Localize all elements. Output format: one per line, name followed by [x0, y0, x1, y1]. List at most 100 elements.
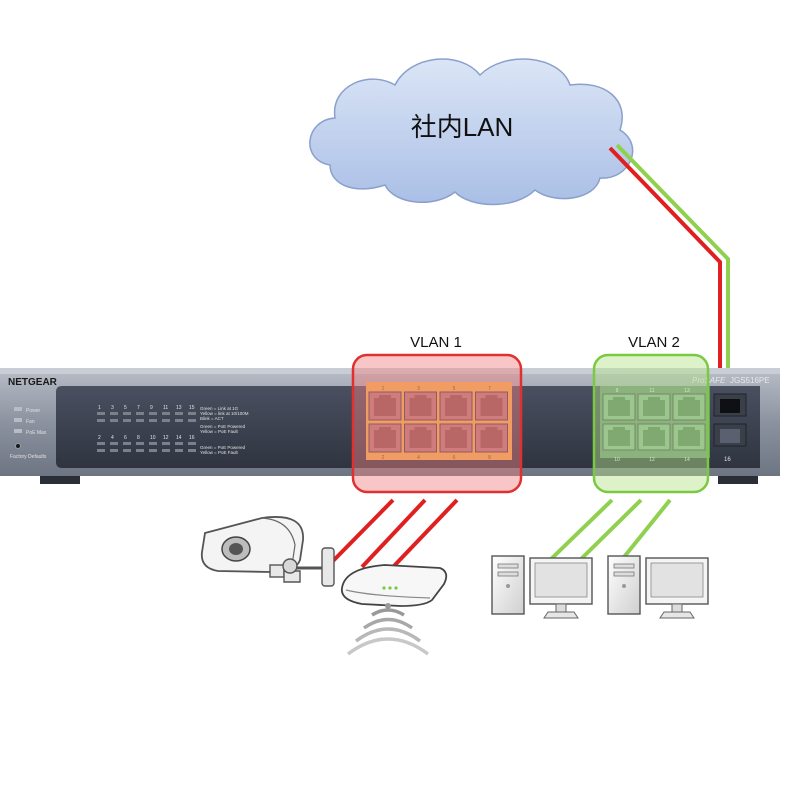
poe-led [97, 449, 105, 452]
vlan2-cables [546, 498, 672, 564]
cloud-icon [309, 58, 634, 206]
port-led [123, 412, 131, 415]
port-led [175, 412, 183, 415]
reset-button[interactable] [15, 443, 21, 449]
vlan2-label: VLAN 2 [628, 334, 680, 351]
port-jack [643, 427, 665, 446]
port-number: 5 [453, 386, 456, 392]
led-number: 9 [150, 405, 153, 411]
led-legend: Green = Link at 1G Yellow = link at 10/1… [200, 406, 249, 455]
vlan1-cables [330, 498, 459, 569]
port-led [149, 412, 157, 415]
poe-led [136, 449, 144, 452]
monitor-screen [650, 562, 704, 598]
led-number: 16 [189, 435, 195, 441]
poe-led [162, 449, 170, 452]
port-number: 3 [417, 386, 420, 392]
port-led [97, 412, 105, 415]
port-number: 4 [417, 455, 420, 461]
port-jack [374, 395, 396, 416]
port-jack [445, 427, 467, 448]
drive-bay [613, 571, 635, 577]
switch-foot-left [40, 474, 80, 484]
power-button-icon [622, 584, 626, 588]
uplink-port-16-jack [720, 429, 740, 443]
monitor-base [543, 611, 579, 619]
monitor-stand [555, 603, 567, 613]
port-led [123, 442, 131, 445]
drive-bay [497, 571, 519, 577]
cloud-label: 社内LAN [411, 112, 514, 142]
vlan1-label: VLAN 1 [410, 334, 462, 351]
port-jack [374, 427, 396, 448]
cable-to-pc-1 [546, 498, 614, 564]
status-leds: Power Fan PoE Max Factory Defaults [10, 407, 47, 460]
poe-led [123, 449, 131, 452]
port-number: 6 [453, 455, 456, 461]
poe-led [175, 449, 183, 452]
brand-logo: NETGEAR [8, 377, 58, 388]
cable-to-access-point-2 [391, 498, 459, 569]
led-number: 8 [137, 435, 140, 441]
port-number: 1 [382, 386, 385, 392]
port-number: 9 [616, 388, 619, 394]
fan-label: Fan [26, 419, 35, 425]
access-point-icon [340, 564, 448, 607]
poe-led [149, 449, 157, 452]
port-number: 8 [488, 455, 491, 461]
port-number: 7 [488, 386, 491, 392]
port-number: 10 [614, 457, 620, 463]
led-number: 12 [163, 435, 169, 441]
monitor-screen [534, 562, 588, 598]
port-led [188, 442, 196, 445]
camera-icon [200, 516, 335, 587]
port-led [162, 412, 170, 415]
port-led [110, 412, 118, 415]
vlan2-highlight-box [592, 353, 710, 494]
switch-top-edge [0, 368, 780, 374]
desktop-pc-icon [607, 555, 709, 619]
poe-led [110, 449, 118, 452]
legend-line: Green = PoE Powered [200, 424, 246, 429]
model-label: JGS516PE [730, 376, 770, 385]
cable-to-camera [330, 498, 395, 564]
port-led [97, 442, 105, 445]
poe-max-led [14, 429, 22, 433]
uplink-vlan2-line [615, 143, 730, 405]
legend-line: Green = PoE Powered [200, 445, 246, 450]
uplink-cable [608, 143, 730, 405]
poe-led [188, 419, 196, 422]
port-jack [480, 427, 503, 448]
monitor-stand [671, 603, 683, 613]
legend-line: Yellow = PoE Fault [200, 429, 238, 434]
desktop-pc-icon [491, 555, 593, 619]
port-jack [678, 397, 700, 416]
cable-to-access-point [360, 498, 427, 569]
led-number: 5 [124, 405, 127, 411]
cable-to-pc-1b [576, 498, 643, 564]
led-number: 6 [124, 435, 127, 441]
legend-line: Yellow = link at 10/100M [200, 411, 249, 416]
monitor-base [659, 611, 695, 619]
led-number: 4 [111, 435, 114, 441]
power-led [14, 407, 22, 411]
port-jack [643, 397, 665, 416]
port-led [136, 442, 144, 445]
led-number: 10 [150, 435, 156, 441]
legend-line: Blink = ACT [200, 416, 224, 421]
uplink-vlan1-line [608, 146, 722, 405]
drive-bay [497, 563, 519, 569]
poe-led [123, 419, 131, 422]
cable-to-pc-2 [618, 498, 672, 564]
port-jack [480, 395, 503, 416]
network-switch: NETGEAR ProSAFE JGS516PE Power Fan PoE M… [0, 368, 780, 484]
led-number: 2 [98, 435, 101, 441]
port-jack [409, 427, 432, 448]
uplink-port-jack [720, 399, 740, 413]
led-number: 1 [98, 405, 101, 411]
poe-max-label: PoE Max [26, 430, 47, 436]
poe-led [188, 449, 196, 452]
